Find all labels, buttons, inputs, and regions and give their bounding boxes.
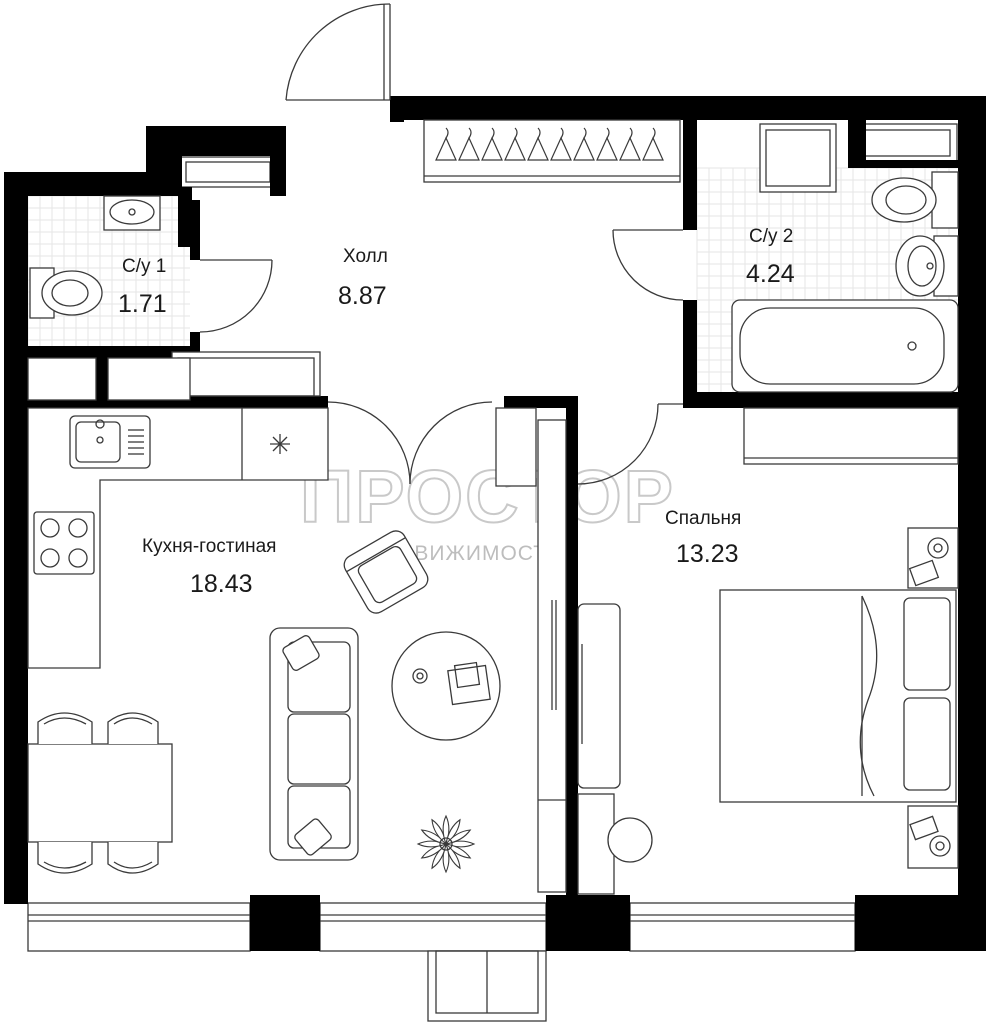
room-labels: С/у 1 1.71 Холл 8.87 С/у 2 4.24 Кухня-го…	[118, 226, 795, 598]
window-kitchen-right	[319, 902, 547, 952]
kitchen-counter	[27, 407, 329, 669]
room-name-kitchen: Кухня-гостиная	[142, 536, 276, 557]
su2-bathtub	[731, 299, 959, 393]
room-area-su1: 1.71	[118, 290, 167, 318]
kitchen-fridge	[270, 434, 290, 454]
windows	[27, 123, 958, 1022]
doors	[199, 3, 684, 485]
hall-bench	[171, 351, 321, 397]
su1-shaft-boxes	[27, 357, 191, 401]
window-kitchen-left	[27, 902, 251, 952]
sofa	[269, 627, 359, 861]
plant	[416, 814, 476, 874]
window-bedroom	[629, 902, 856, 952]
bedroom-desk	[577, 793, 653, 895]
su2-washbasin	[895, 235, 959, 297]
kitchen-closet	[495, 407, 537, 487]
bedroom-wardrobe	[743, 407, 959, 465]
watermark: ПРОСТОР НЕДВИЖИМОСТЬ	[299, 454, 675, 565]
bedroom-door	[577, 403, 683, 485]
room-area-kitchen: 18.43	[190, 570, 253, 598]
su2-door	[612, 229, 684, 301]
room-area-hall: 8.87	[338, 282, 387, 310]
walls	[4, 96, 986, 951]
su1-door	[199, 259, 273, 333]
kitchen-hob	[33, 511, 95, 575]
nightstand-bottom	[907, 805, 959, 869]
dining-chairs	[37, 712, 159, 874]
room-area-bedroom: 13.23	[676, 540, 739, 568]
su1-washbasin	[103, 195, 161, 231]
tv-console	[537, 419, 567, 893]
dining-table	[27, 743, 173, 843]
coffee-table	[391, 631, 501, 741]
room-name-su2: С/у 2	[749, 226, 793, 247]
balcony-door	[427, 950, 547, 1022]
watermark-brand: ПРОСТОР	[300, 455, 675, 538]
double-bed	[719, 589, 957, 803]
room-name-hall: Холл	[343, 246, 388, 267]
nightstand-top	[907, 527, 959, 589]
kitchen-door	[327, 401, 493, 485]
su2-toilet	[871, 171, 959, 229]
armchair	[343, 530, 429, 614]
window-hall-top	[856, 123, 958, 163]
kitchen-sink	[69, 415, 151, 469]
su2-washing-machine	[759, 123, 837, 193]
window-su1-shaft	[177, 156, 279, 188]
su1-toilet	[29, 267, 103, 319]
room-name-bedroom: Спальня	[665, 508, 741, 529]
hall-wardrobe	[423, 119, 681, 183]
bedroom-tv-unit	[577, 603, 621, 789]
room-area-su2: 4.24	[746, 260, 795, 288]
room-name-su1: С/у 1	[122, 256, 166, 277]
entrance-door	[285, 3, 391, 101]
